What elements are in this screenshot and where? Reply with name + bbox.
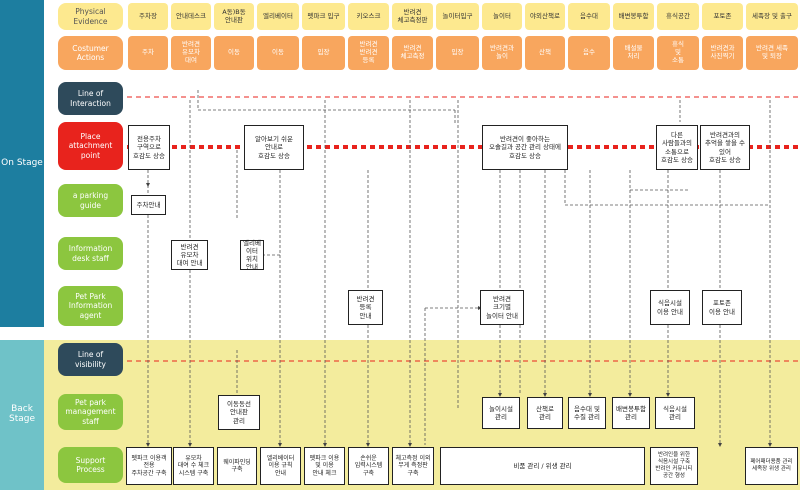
action-walk: 산책 (525, 36, 565, 70)
action-move-2: 이동 (257, 36, 299, 70)
back-stage-bar: Back Stage (0, 340, 44, 490)
parking-guide-box: 주차안내 (131, 195, 166, 215)
evidence-trail: 야외산책로 (525, 3, 565, 30)
info-agent-label: Pet Park Information agent (58, 286, 123, 326)
customer-actions-label: Costumer Actions (58, 36, 123, 70)
place-box-playground: 반려견이 좋아하는 오솔길과 공간 관리 상태에 호감도 상승 (482, 125, 568, 170)
registration-guide-box: 반려견 등록 안내 (348, 290, 383, 325)
place-box-rest: 다른 사람들과의 소통으로 호감도 상승 (656, 125, 698, 170)
support-stroller-box: 유모차 대여 수 체크 시스템 구축 (173, 447, 214, 485)
action-photo: 반려견과 사진찍기 (702, 36, 743, 70)
elevator-guide-box: 엘리베이터 위치 안내 (240, 239, 264, 271)
action-measure: 반려견 체고측정 (392, 36, 433, 70)
place-box-photo: 반려견과의 추억을 쌓을 수 있어 호감도 상승 (700, 125, 750, 170)
support-kiosk-box: 손쉬운 입력시스템 구축 (348, 447, 389, 485)
on-stage-label: On Stage (1, 157, 43, 168)
support-measure-box: 체고측정 이외 무게 측정판 구축 (392, 447, 434, 485)
mgmt-waste-box: 배변봉투함 관리 (612, 397, 650, 429)
action-enter-playground: 입장 (436, 36, 479, 70)
parking-guide-label: a parking guide (58, 184, 123, 217)
photozone-guide-box: 포토존 이용 안내 (702, 290, 742, 325)
food-guide-box: 식음시설 이용 안내 (650, 290, 690, 325)
mgmt-food-box: 식음시설 관리 (655, 397, 695, 429)
mgmt-play-box: 놀이시설 관리 (482, 397, 520, 429)
mgmt-water-box: 음수대 및 수질 관리 (568, 397, 606, 429)
place-box-parking: 전용주차 구역으로 호감도 상승 (128, 125, 170, 170)
evidence-ab-signage: A동)B동 안내판 (214, 3, 254, 30)
on-stage-bar: On Stage (0, 0, 44, 327)
action-register: 반려견 반려견 등록 (348, 36, 389, 70)
evidence-parking: 주차장 (128, 3, 168, 30)
evidence-kiosk: 키오스크 (348, 3, 389, 30)
evidence-water: 음수대 (568, 3, 610, 30)
action-enter: 입장 (302, 36, 345, 70)
evidence-height-board: 반려견 체고측정판 (392, 3, 433, 30)
evidence-elevator: 엘리베이터 (257, 3, 299, 30)
stroller-guide-box: 반려견 유모차 대여 안내 (171, 240, 208, 270)
action-waste: 배설물 처리 (613, 36, 654, 70)
action-move-1: 이동 (214, 36, 254, 70)
support-wash-box: 페어패더용품 관리 세족장 위생 관리 (745, 447, 798, 485)
size-playground-guide-box: 반려견 크기별 놀이터 안내 (480, 290, 524, 325)
physical-evidence-label: Physical Evidence (58, 3, 123, 30)
support-community-box: 반려인을 위한 식음시설 구축 반려인 커뮤니티 공간 형성 (650, 447, 698, 485)
support-signage-box: 웨이파인딩 구축 (217, 447, 257, 485)
action-rest: 휴식 및 소통 (657, 36, 699, 70)
info-desk-label: Information desk staff (58, 237, 123, 270)
evidence-playground: 놀이터 (482, 3, 522, 30)
support-entrance-box: 펫파크 이용 및 이용 안내 체크 (304, 447, 345, 485)
action-play: 반려견과 놀이 (482, 36, 522, 70)
evidence-waste-bag: 배변봉투함 (613, 3, 654, 30)
action-parking: 주차 (128, 36, 168, 70)
evidence-playground-entrance: 놀이터입구 (436, 3, 479, 30)
evidence-petpark-entrance: 펫파크 입구 (302, 3, 345, 30)
support-parking-box: 펫파크 이용객 전용 주차공간 구축 (126, 447, 172, 485)
mgmt-trail-box: 산책로 관리 (527, 397, 563, 429)
line-of-interaction-label: Line of Interaction (58, 82, 123, 115)
support-elevator-box: 엘리베이터 이용 규칙 안내 (260, 447, 301, 485)
place-attachment-label: Place attachment point (58, 122, 123, 170)
support-process-label: Support Process (58, 447, 123, 483)
action-drink: 음수 (568, 36, 610, 70)
place-box-signage: 알아보기 쉬운 안내로 호감도 상승 (244, 125, 304, 170)
action-stroller: 반려견 유모차 대여 (171, 36, 211, 70)
line-of-visibility-label: Line of visibility (58, 343, 123, 376)
evidence-rest-area: 휴식공간 (657, 3, 699, 30)
evidence-photozone: 포토존 (702, 3, 743, 30)
support-hygiene-box: 비품 관리 / 위생 관리 (440, 447, 645, 485)
action-wash-exit: 반려견 세족 및 퇴장 (746, 36, 798, 70)
evidence-info-desk: 안내데스크 (171, 3, 211, 30)
evidence-wash-exit: 세족장 및 출구 (746, 3, 798, 30)
back-stage-label: Back Stage (8, 404, 35, 424)
mgmt-signage-box: 이동동선 안내판 관리 (218, 395, 260, 430)
mgmt-staff-label: Pet park management staff (58, 394, 123, 430)
